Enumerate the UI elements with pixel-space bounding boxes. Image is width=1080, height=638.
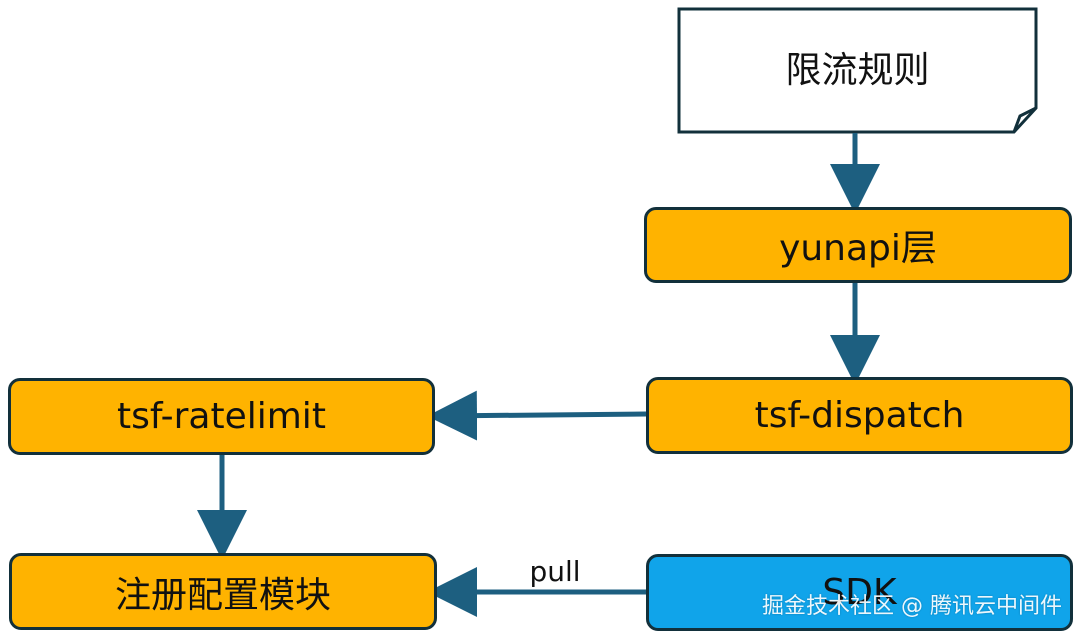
registry-label: 注册配置模块 [114,574,331,616]
arrow-dispatch-to-ratelimit [427,390,647,441]
document-shape [677,7,1038,134]
document-label: 限流规则 [785,50,930,91]
registry-node: 注册配置模块 [9,553,437,630]
dispatch-label: tsf-dispatch [754,395,965,436]
pull-edge-label: pull [529,555,581,588]
sdk-label: SDK [822,572,897,613]
ratelimit-node: tsf-ratelimit [8,378,435,455]
yunapi-node: yunapi层 [644,207,1072,283]
watermark-text: 掘金技术社区 @ 腾讯云中间件 [762,594,1062,619]
document-fold [1012,106,1037,133]
sdk-node: SDK [646,554,1073,631]
dispatch-node: tsf-dispatch [646,377,1073,454]
yunapi-label: yunapi层 [779,228,937,269]
ratelimit-label: tsf-ratelimit [117,396,326,437]
